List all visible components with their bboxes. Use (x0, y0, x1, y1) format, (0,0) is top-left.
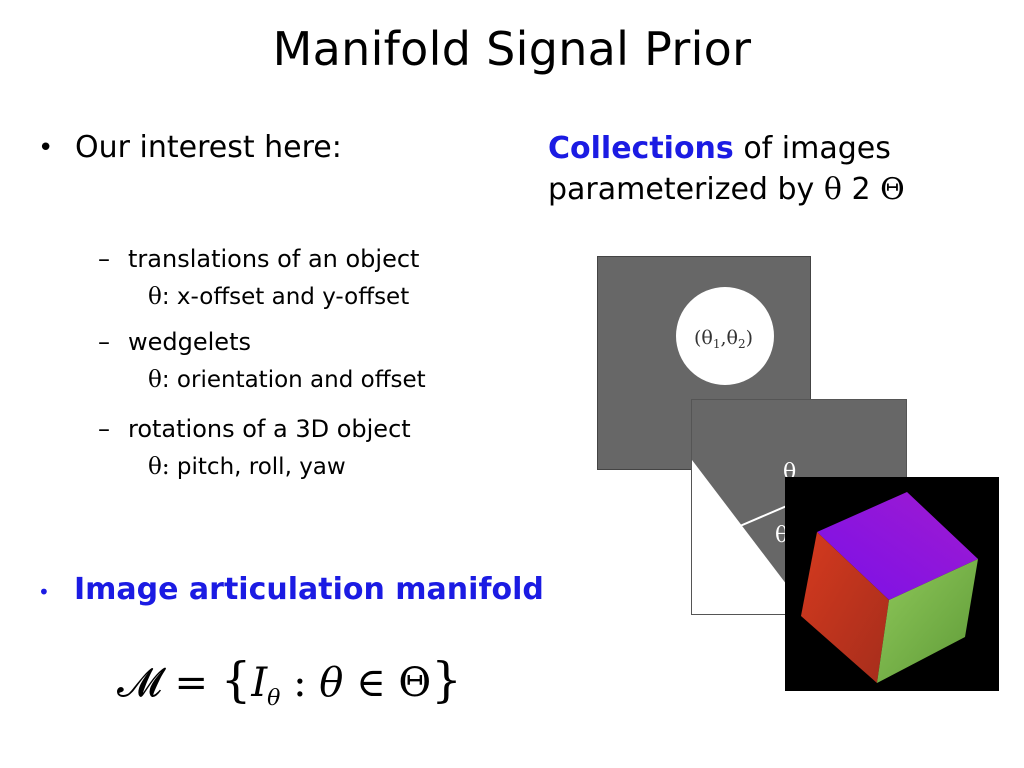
param-text: : x-offset and y-offset (161, 284, 410, 310)
param-symbol: θ (148, 367, 162, 393)
collections-text: Collections of images parameterized by θ… (548, 128, 1008, 210)
slide-title: Manifold Signal Prior (272, 22, 752, 76)
bullet-dot: • (38, 133, 54, 163)
param-text: : orientation and offset (161, 367, 426, 393)
circle-coordinate-label: (θ1,θ2) (694, 327, 753, 351)
bullet-dot: • (38, 580, 50, 604)
manifold-formula: 𝓜 = {Iθ : θ ∈ Θ} (117, 650, 462, 729)
formula-I-sub: θ (267, 686, 281, 711)
formula-open-brace: { (220, 652, 252, 708)
sub-item-label: wedgelets (128, 328, 251, 356)
cube-render-image (785, 477, 999, 691)
formula-I: I (251, 660, 268, 706)
formula-lhs: 𝓜 (117, 660, 162, 706)
cube-right-face (877, 559, 978, 683)
sub-item-param: θ: pitch, roll, yaw (148, 452, 346, 482)
bullet-interest-text: Our interest here: (75, 130, 342, 165)
formula-in: ∈ (343, 660, 399, 706)
dash-marker: – (98, 245, 110, 273)
cube-left-face (801, 532, 889, 683)
wedgelet-theta-mid: θ (775, 523, 788, 548)
sub-item-param: θ: orientation and offset (148, 365, 426, 395)
param-symbol: θ: (148, 454, 170, 480)
collections-rest-2: parameterized by (548, 172, 824, 207)
collections-highlight: Collections (548, 131, 734, 166)
translated-circle (676, 287, 774, 385)
Theta-symbol: Θ (880, 172, 905, 207)
collections-rest-1: of images (733, 131, 891, 166)
formula-eq: = (161, 660, 221, 706)
param-symbol: θ (148, 284, 162, 310)
dash-marker: – (98, 415, 110, 443)
formula-theta: θ (319, 660, 344, 706)
member-symbol: 2 (841, 172, 881, 207)
bullet-articulation-text: Image articulation manifold (74, 572, 544, 607)
formula-colon: : (280, 660, 320, 706)
sub-item-label: rotations of a 3D object (128, 415, 411, 443)
param-text: pitch, roll, yaw (169, 454, 346, 480)
cube-top-face (817, 492, 978, 600)
dash-marker: – (98, 328, 110, 356)
formula-Theta: Θ (398, 660, 432, 706)
sub-item-param: θ: x-offset and y-offset (148, 282, 409, 312)
sub-item-label: translations of an object (128, 245, 420, 273)
formula-close-brace: } (431, 652, 462, 708)
theta-symbol: θ (823, 172, 842, 207)
